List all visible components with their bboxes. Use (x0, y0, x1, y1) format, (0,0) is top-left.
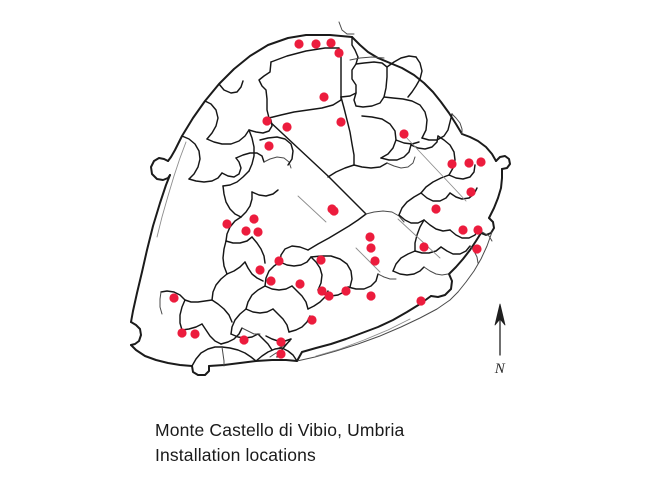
town-wall-southeast (296, 231, 493, 362)
block-northeast (349, 55, 463, 141)
caption-line-subject: Installation locations (155, 445, 316, 465)
installation-marker[interactable] (476, 157, 486, 167)
installation-marker[interactable] (399, 129, 409, 139)
installation-marker[interactable] (222, 219, 232, 229)
installation-marker[interactable] (370, 256, 380, 266)
installation-marker[interactable] (262, 116, 272, 126)
installation-marker[interactable] (336, 117, 346, 127)
installation-marker[interactable] (239, 335, 249, 345)
installation-marker[interactable] (447, 159, 457, 169)
installation-marker[interactable] (366, 291, 376, 301)
installation-marker[interactable] (177, 328, 187, 338)
installation-marker[interactable] (458, 225, 468, 235)
caption-line-place: Monte Castello di Vibio, Umbria (155, 420, 405, 440)
installation-marker[interactable] (253, 227, 263, 237)
installation-marker[interactable] (169, 293, 179, 303)
caption: Monte Castello di Vibio, Umbria Installa… (155, 418, 404, 468)
installation-marker[interactable] (365, 232, 375, 242)
installation-marker[interactable] (419, 242, 429, 252)
plan-faint-lines (156, 134, 467, 357)
town-wall-northeast (351, 36, 511, 275)
installation-markers[interactable] (169, 38, 486, 359)
installation-marker[interactable] (249, 214, 259, 224)
installation-marker[interactable] (334, 48, 344, 58)
block-southwest (159, 170, 279, 345)
block-north-terrace (258, 21, 359, 119)
installation-marker[interactable] (276, 337, 286, 347)
installation-marker[interactable] (473, 225, 483, 235)
installation-marker[interactable] (464, 158, 474, 168)
installation-marker[interactable] (366, 243, 376, 253)
installation-marker[interactable] (276, 349, 286, 359)
north-arrow-label: N (494, 361, 506, 377)
installation-marker[interactable] (307, 315, 317, 325)
installation-marker[interactable] (319, 92, 329, 102)
installation-marker[interactable] (316, 255, 326, 265)
installation-marker[interactable] (294, 39, 304, 49)
installation-marker[interactable] (190, 329, 200, 339)
block-central-east (361, 115, 493, 276)
block-northwest (181, 80, 294, 183)
north-arrow (494, 303, 506, 356)
installation-marker[interactable] (326, 38, 336, 48)
block-south-strip (191, 335, 298, 367)
installation-marker[interactable] (274, 256, 284, 266)
installation-marker[interactable] (431, 204, 441, 214)
installation-marker[interactable] (282, 122, 292, 132)
installation-marker[interactable] (241, 226, 251, 236)
installation-marker[interactable] (416, 296, 426, 306)
installation-marker[interactable] (266, 276, 276, 286)
street-spine-central (267, 96, 416, 251)
installation-marker[interactable] (264, 141, 274, 151)
installation-marker[interactable] (324, 291, 334, 301)
installation-marker[interactable] (472, 244, 482, 254)
installation-marker[interactable] (329, 206, 339, 216)
installation-marker[interactable] (311, 39, 321, 49)
installation-marker[interactable] (466, 187, 476, 197)
installation-marker[interactable] (317, 286, 327, 296)
installation-marker[interactable] (255, 265, 265, 275)
installation-marker[interactable] (295, 279, 305, 289)
installation-marker[interactable] (341, 286, 351, 296)
